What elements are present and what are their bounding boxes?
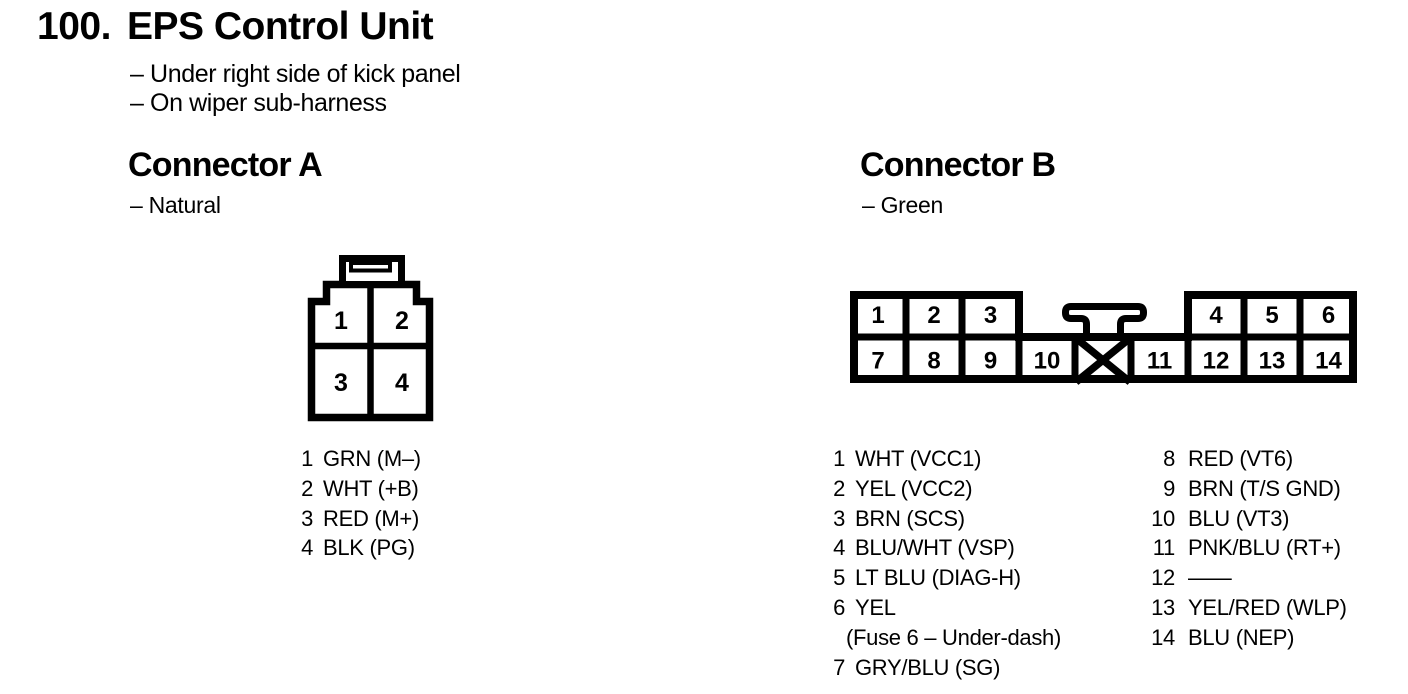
pin-description: YEL (855, 594, 896, 620)
connector-b-color-note: – Green (862, 192, 944, 218)
pin-row: 10 BLU (VT3) (1150, 504, 1347, 534)
pin-number: 9 (1163, 475, 1175, 501)
page-title: EPS Control Unit (127, 5, 434, 48)
pin-number: 4 (833, 535, 845, 561)
pin-row: 4 BLK (PG) (300, 533, 421, 563)
pin-number: 8 (1163, 446, 1175, 471)
connector-b-cavity-label: 6 (1322, 302, 1335, 329)
pin-row: 13 YEL/RED (WLP) (1150, 593, 1347, 623)
pin-row: 3 BRN (SCS) (832, 504, 1061, 534)
pin-row: 3 RED (M+) (300, 504, 421, 534)
blocked-cavity-x-icon (1073, 336, 1133, 385)
pin-number: 1 (833, 446, 845, 471)
connector-a-pin-list: 1 GRN (M–) 2 WHT (+B) 3 RED (M+) 4 BLK (PG) (300, 444, 421, 563)
connector-b-pin-list-left: 1 WHT (VCC1) 2 YEL (VCC2) 3 BRN (SCS) 4 BLU/… (832, 444, 1061, 682)
pin-description: LT BLU (DIAG-H) (855, 565, 1021, 591)
location-note: – On wiper sub-harness (130, 89, 387, 117)
pin-description: BLU/WHT (VSP) (855, 535, 1015, 561)
location-note: – Under right side of kick panel (130, 60, 461, 88)
pin-description: YEL/RED (WLP) (1188, 594, 1347, 620)
connector-b-cavity-label: 5 (1265, 302, 1278, 329)
pin-description: GRY/BLU (SG) (855, 654, 1001, 680)
connector-a-heading: Connector A (128, 146, 323, 184)
connector-b-latch-key (1062, 303, 1147, 341)
pin-description: BLU (VT3) (1188, 505, 1290, 531)
connector-b-cavity-label: 8 (927, 348, 940, 375)
connector-a-cavity-label: 1 (334, 307, 348, 335)
pin-description: PNK/BLU (RT+) (1188, 535, 1341, 561)
pin-row: 1 WHT (VCC1) (832, 444, 1061, 474)
pin-description: BRN (SCS) (855, 505, 965, 531)
location-notes: – Under right side of kick panel – On wi… (130, 60, 461, 118)
pin-number: 10 (1151, 505, 1175, 531)
pin-number: 11 (1152, 535, 1176, 561)
pin-row: 2 WHT (+B) (300, 474, 421, 504)
pin-description: (Fuse 6 – Under-dash) (846, 624, 1062, 650)
pin-number: 2 (301, 475, 313, 501)
pin-number: 13 (1151, 594, 1175, 620)
pin-description: WHT (VCC1) (855, 446, 982, 471)
pin-row: 11 PNK/BLU (RT+) (1150, 533, 1347, 563)
pin-number: 2 (833, 475, 845, 501)
pin-row: 9 BRN (T/S GND) (1150, 474, 1347, 504)
pin-number: 3 (833, 505, 845, 531)
pin-row: 2 YEL (VCC2) (832, 474, 1061, 504)
pin-number: 5 (833, 565, 845, 591)
pin-row: 14 BLU (NEP) (1150, 623, 1347, 653)
pin-description: GRN (M–) (323, 446, 421, 471)
connector-b-cavity-label: 9 (984, 348, 997, 375)
pin-row: 6 YEL (832, 593, 1061, 623)
pin-description: BLK (PG) (323, 535, 415, 561)
pin-number (832, 623, 845, 653)
connector-a-color-note: – Natural (130, 192, 221, 218)
connector-b-cavity-label: 10 (1034, 348, 1061, 375)
connector-a-cavity-label: 3 (334, 369, 348, 397)
pin-row: 4 BLU/WHT (VSP) (832, 533, 1061, 563)
pin-description: RED (VT6) (1188, 446, 1293, 471)
pin-number: 3 (301, 505, 313, 531)
connector-b-pin-list-right: 8 RED (VT6) 9 BRN (T/S GND) 10 BLU (VT3) 11… (1150, 444, 1347, 653)
pin-number: 6 (833, 594, 845, 620)
connector-b-cavity-label: 1 (871, 302, 884, 329)
pin-row: 1 GRN (M–) (300, 444, 421, 474)
pin-description: —— (1188, 565, 1232, 591)
connector-a-cavity-label: 2 (395, 307, 409, 335)
connector-a-cavity-label: 4 (395, 369, 409, 397)
pin-number: 14 (1151, 624, 1175, 650)
connector-b-cavity-label: 11 (1147, 348, 1172, 375)
connector-b-cavity-label: 12 (1203, 348, 1230, 375)
pin-number: 12 (1151, 565, 1175, 591)
pin-description: YEL (VCC2) (855, 475, 973, 501)
connector-a-diagram: 1 2 3 4 (307, 255, 434, 422)
pin-number: 1 (301, 446, 313, 471)
pin-description: WHT (+B) (323, 475, 419, 501)
pin-row: 7 GRY/BLU (SG) (832, 653, 1061, 683)
pin-number: 7 (833, 654, 845, 680)
pin-row-continuation: (Fuse 6 – Under-dash) (832, 623, 1061, 653)
pin-description: BRN (T/S GND) (1188, 475, 1341, 501)
connector-b-cavity-label: 3 (984, 302, 997, 329)
connector-b-cavity-label: 14 (1315, 348, 1342, 375)
pin-number: 4 (301, 535, 313, 561)
connector-b-cavity-label: 2 (927, 302, 940, 329)
connector-b-cavity-label: 13 (1259, 348, 1286, 375)
connector-a-latch-slot (349, 261, 392, 273)
pin-row: 8 RED (VT6) (1150, 444, 1347, 474)
section-number: 100. (37, 5, 111, 48)
connector-b-cavity-label: 7 (871, 348, 884, 375)
pin-row: 12 —— (1150, 563, 1347, 593)
connector-b-diagram: 1 2 3 4 5 6 7 8 9 10 11 12 13 14 (850, 291, 1357, 385)
pin-description: BLU (NEP) (1188, 624, 1295, 650)
connector-b-heading: Connector B (860, 146, 1056, 184)
pin-row: 5 LT BLU (DIAG-H) (832, 563, 1061, 593)
pin-description: RED (M+) (323, 505, 419, 531)
connector-b-cavity-label: 4 (1209, 302, 1223, 329)
